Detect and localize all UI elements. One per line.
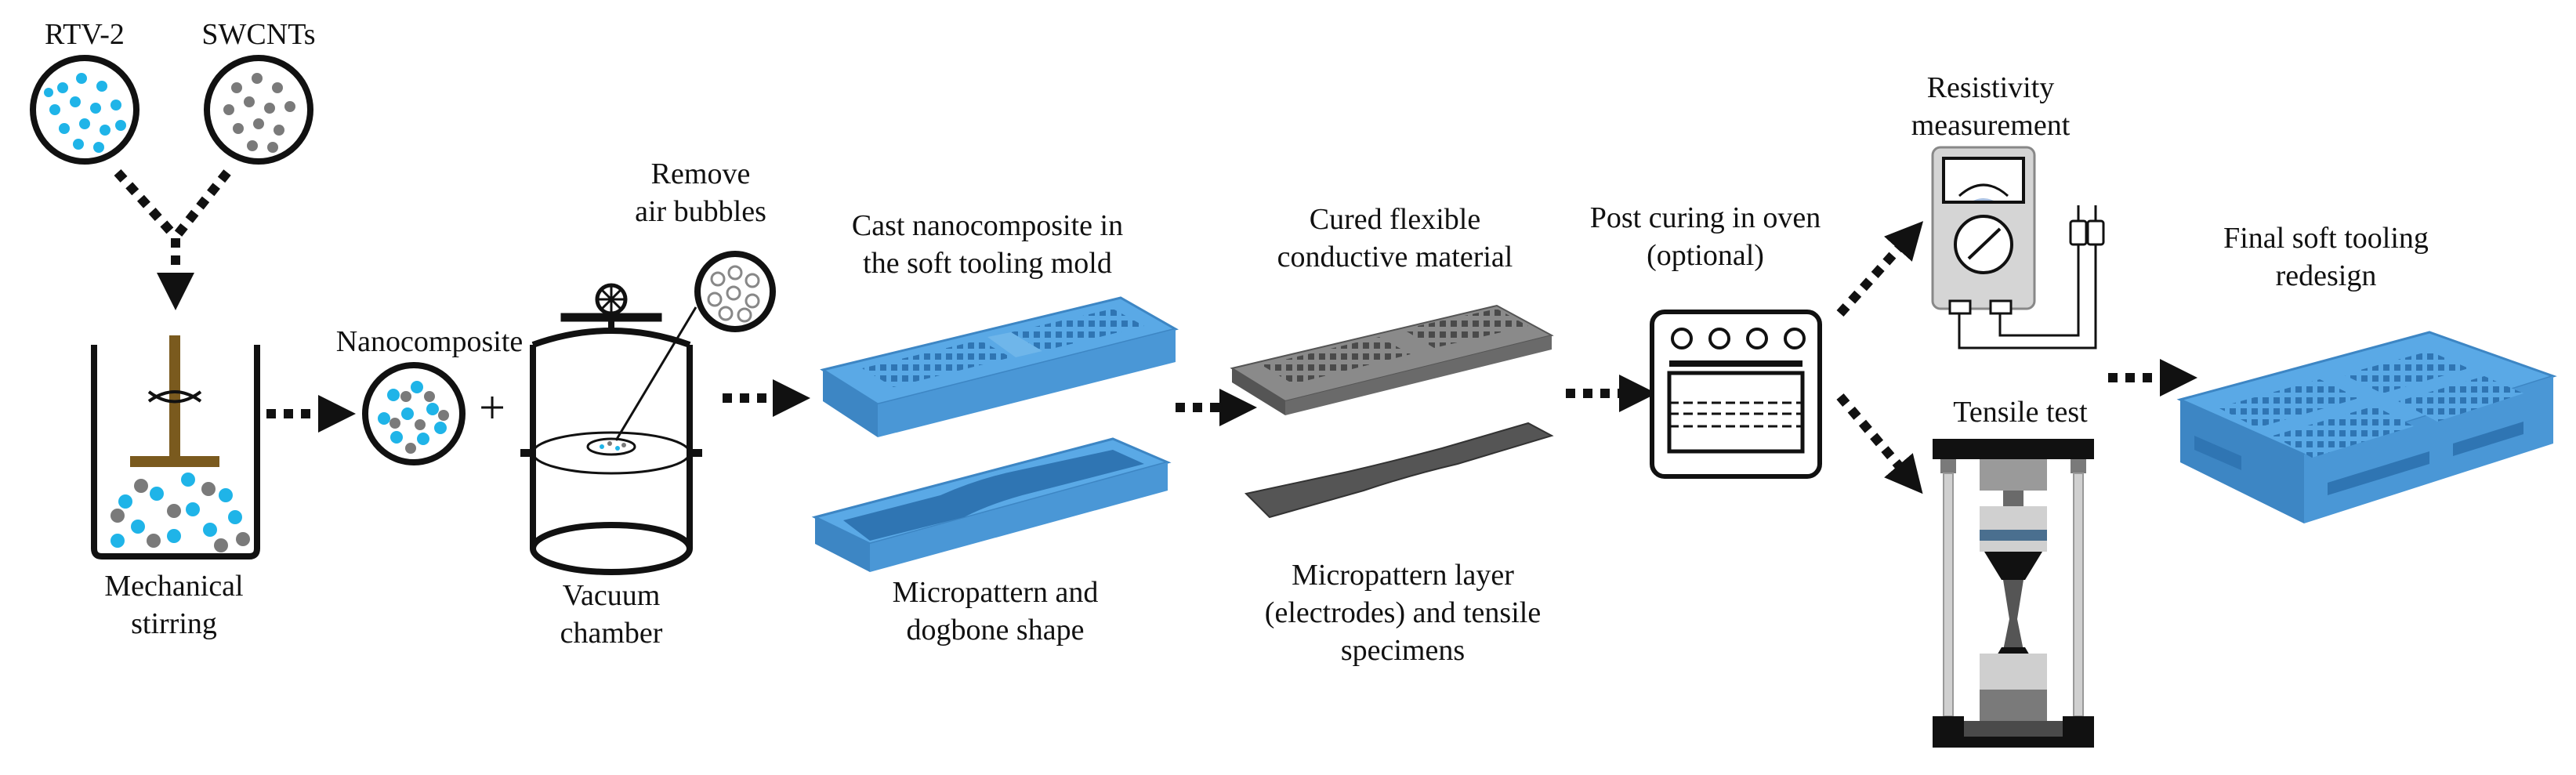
rtv2-label: RTV-2 — [45, 18, 125, 51]
remove-label-2: air bubbles — [635, 195, 766, 228]
chamber-particles — [600, 441, 626, 451]
arrow-up — [1836, 221, 1924, 317]
resistivity-label-2: measurement — [1911, 109, 2071, 142]
air-bubbles-circle — [694, 251, 776, 332]
mechanical-label-2: stirring — [131, 607, 217, 640]
mixing-beaker — [91, 335, 260, 560]
swcnts-label: SWCNTs — [201, 18, 315, 51]
cast-label-1: Cast nanocomposite in — [852, 209, 1123, 242]
tensile-machine — [1933, 439, 2094, 748]
dogbone-mold — [811, 437, 1172, 572]
tensile-label: Tensile test — [1953, 396, 2088, 429]
resistivity-label-1: Resistivity — [1927, 71, 2055, 104]
final-label-1: Final soft tooling — [2223, 222, 2429, 255]
nanocomposite-circle — [362, 362, 466, 465]
remove-label-1: Remove — [651, 158, 751, 190]
plus-sign: + — [479, 382, 505, 433]
post-curing-label-2: (optional) — [1647, 239, 1764, 272]
final-mold — [2176, 331, 2557, 523]
mechanical-label-1: Mechanical — [104, 570, 243, 603]
cured-micropattern-layer — [1230, 304, 1554, 415]
micropattern-mold-label-1: Micropattern and — [893, 576, 1099, 609]
swcnts-circle — [204, 55, 313, 165]
rtv2-circle — [30, 55, 139, 165]
cured-label-1: Cured flexible — [1310, 203, 1480, 236]
micropattern-mold-label-2: dogbone shape — [907, 614, 1085, 646]
multimeter — [1931, 146, 2105, 349]
nanocomposite-label: Nanocomposite — [336, 325, 524, 358]
cast-label-2: the soft tooling mold — [863, 247, 1112, 280]
post-curing-label-1: Post curing in oven — [1590, 201, 1821, 234]
arrow-down — [1836, 393, 1923, 494]
final-label-2: redesign — [2276, 259, 2377, 292]
vacuum-label-2: chamber — [560, 617, 663, 650]
oven — [1650, 310, 1822, 479]
vacuum-label-1: Vacuum — [563, 579, 661, 612]
cured-label-2: conductive material — [1277, 241, 1513, 273]
micropattern-layer-label-3: specimens — [1341, 634, 1465, 667]
cured-dogbone-specimen — [1244, 422, 1554, 519]
micropattern-mold — [820, 296, 1179, 437]
converge-arrows — [114, 168, 231, 310]
vacuum-chamber — [520, 283, 702, 575]
micropattern-layer-label-1: Micropattern layer — [1292, 559, 1514, 592]
micropattern-layer-label-2: (electrodes) and tensile — [1265, 596, 1541, 629]
